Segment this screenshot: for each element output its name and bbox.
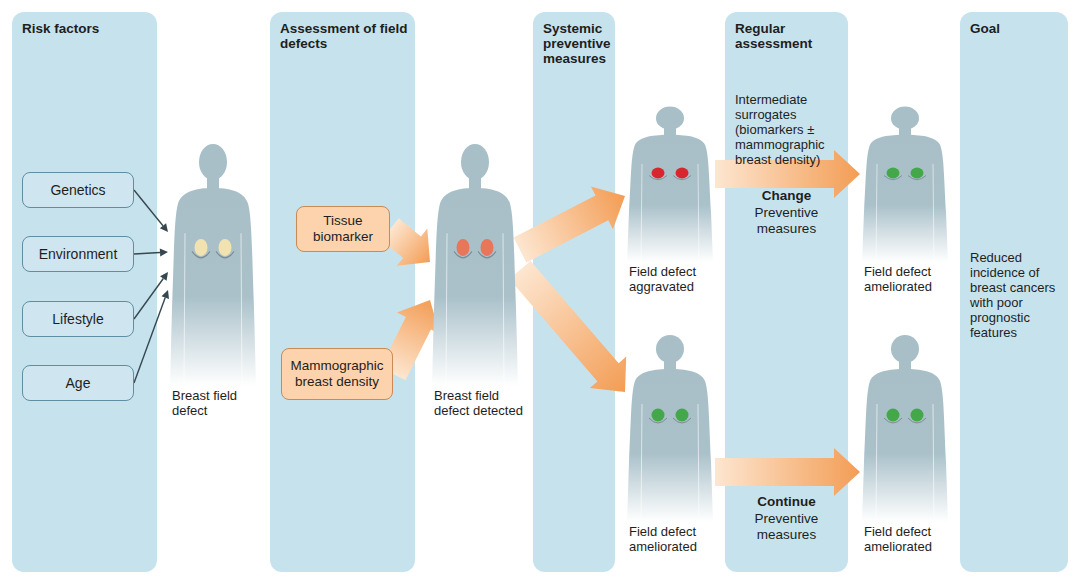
edge-label: Change	[727, 188, 846, 204]
breast-marker	[219, 239, 232, 256]
woman-figure: Field defect ameliorated	[860, 332, 950, 554]
risk-factor-box: Lifestyle	[22, 301, 134, 337]
woman-silhouette	[430, 140, 520, 386]
box-text: Tissue biomarker	[303, 213, 383, 245]
box-text: Genetics	[50, 182, 105, 198]
breast-marker	[652, 409, 665, 422]
box-text: Lifestyle	[52, 311, 103, 327]
box-text: Mammographic breast density	[288, 358, 386, 390]
process-arrow	[514, 187, 625, 263]
woman-silhouette	[625, 332, 715, 522]
column-heading: Assessment of field defects	[280, 21, 409, 51]
breast-marker	[457, 239, 470, 256]
breast-marker	[676, 168, 689, 179]
woman-figure: Field defect ameliorated	[625, 332, 715, 554]
woman-silhouette	[168, 140, 258, 386]
column-band: Assessment of field defectsTissue biomar…	[270, 12, 415, 572]
column-heading: Goal	[970, 21, 1062, 36]
risk-factor-box: Genetics	[22, 172, 134, 208]
box-text: Environment	[39, 246, 118, 262]
breast-marker	[195, 239, 208, 256]
figure-caption: Field defect ameliorated	[864, 524, 960, 554]
column-band: Regular assessmentIntermediate surrogate…	[725, 12, 848, 572]
woman-figure: Field defect aggravated	[625, 104, 715, 294]
column-heading: Regular assessment	[735, 21, 842, 51]
figure-caption: Field defect ameliorated	[629, 524, 725, 554]
edge-label: Continue	[727, 494, 846, 510]
woman-figure: Breast field defect	[168, 140, 258, 418]
breast-marker	[676, 409, 689, 422]
breast-marker	[911, 409, 924, 422]
column-note: Reduced incidence of breast cancers with…	[970, 250, 1062, 340]
risk-arrow	[134, 248, 168, 256]
woman-silhouette	[860, 332, 950, 522]
assessment-box: Tissue biomarker	[296, 206, 390, 252]
box-text: Age	[66, 375, 91, 391]
column-band: Risk factorsGeneticsEnvironmentLifestyle…	[12, 12, 157, 572]
process-arrow	[381, 300, 440, 380]
risk-arrow	[134, 190, 168, 232]
figure-caption: Breast field defect	[172, 388, 268, 418]
risk-factor-box: Age	[22, 365, 134, 401]
breast-marker	[481, 239, 494, 256]
assessment-box: Mammographic breast density	[281, 348, 393, 400]
process-arrow	[509, 261, 626, 392]
figure-caption: Field defect aggravated	[629, 264, 725, 294]
breast-marker	[911, 168, 924, 179]
edge-note: Preventive measures	[727, 205, 846, 237]
woman-silhouette	[625, 104, 715, 262]
woman-figure: Field defect ameliorated	[860, 104, 950, 294]
column-note: Intermediate surrogates (biomarkers ± ma…	[735, 92, 842, 167]
figure-caption: Breast field defect detected	[434, 388, 530, 418]
woman-silhouette	[860, 104, 950, 262]
risk-factor-box: Environment	[22, 236, 134, 272]
risk-arrow	[134, 290, 169, 383]
breast-marker	[887, 409, 900, 422]
column-heading: Risk factors	[22, 21, 151, 36]
woman-figure: Breast field defect detected	[430, 140, 520, 418]
breast-marker	[887, 168, 900, 179]
process-arrow	[715, 448, 860, 496]
process-arrow	[381, 218, 430, 266]
figure-caption: Field defect ameliorated	[864, 264, 960, 294]
breast-marker	[652, 168, 665, 179]
edge-note: Preventive measures	[727, 511, 846, 543]
column-heading: Systemic preventive measures	[543, 21, 609, 66]
column-band: GoalReduced incidence of breast cancers …	[960, 12, 1068, 572]
